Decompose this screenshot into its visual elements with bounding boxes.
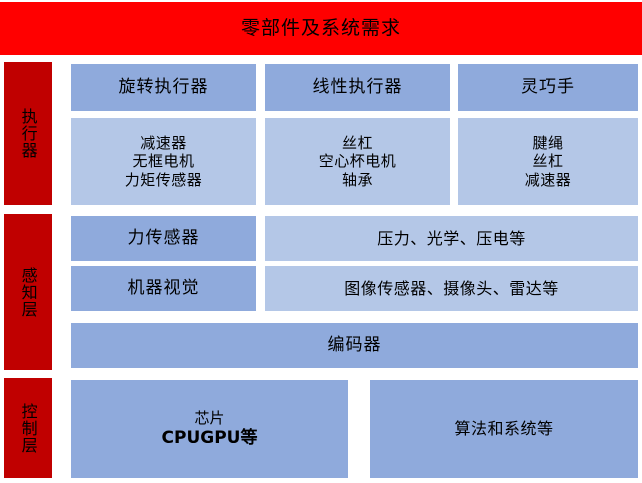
- sidebar-item-actuator: 执行器: [4, 62, 52, 205]
- actuator-header-dexterous-hand: 灵巧手: [458, 64, 638, 111]
- perception-category-machine-vision: 机器视觉: [71, 266, 256, 311]
- perception-category-force-sensor: 力传感器: [71, 216, 256, 261]
- control-box-chip: 芯片 CPUGPU等: [71, 380, 348, 478]
- actuator-detail-dexterous-hand: 腱绳 丝杠 减速器: [458, 118, 638, 205]
- perception-items-machine-vision: 图像传感器、摄像头、雷达等: [265, 266, 638, 311]
- actuator-detail-rotary: 减速器 无框电机 力矩传感器: [71, 118, 256, 205]
- sidebar-item-control: 控制层: [4, 378, 52, 478]
- control-chip-text-group: 芯片 CPUGPU等: [162, 409, 258, 448]
- actuator-detail-linear: 丝杠 空心杯电机 轴承: [265, 118, 450, 205]
- perception-items-force-sensor: 压力、光学、压电等: [265, 216, 638, 261]
- control-chip-sublabel: CPUGPU等: [161, 427, 258, 448]
- sidebar-item-perception: 感知层: [4, 214, 52, 370]
- actuator-header-linear: 线性执行器: [265, 64, 450, 111]
- control-chip-label: 芯片: [194, 409, 225, 428]
- perception-encoder-bar: 编码器: [71, 323, 638, 368]
- actuator-header-rotary: 旋转执行器: [71, 64, 256, 111]
- page-title: 零部件及系统需求: [0, 2, 642, 55]
- control-box-algorithm: 算法和系统等: [370, 380, 638, 478]
